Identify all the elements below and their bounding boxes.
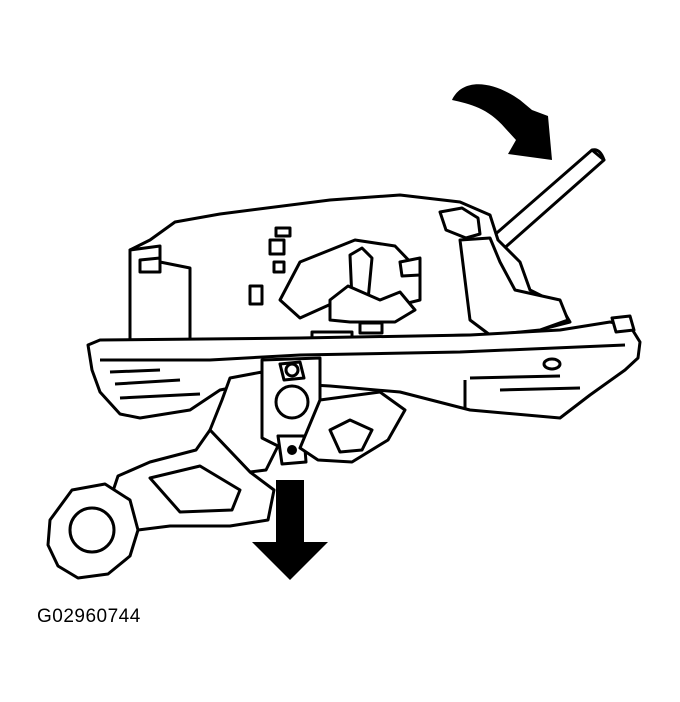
base-plate (86, 314, 642, 420)
cable-end-bracket (46, 428, 276, 580)
curved-rotation-arrow (452, 84, 552, 160)
down-arrow (252, 480, 328, 580)
shift-housing (128, 193, 572, 342)
figure-id-label: G02960744 (37, 606, 141, 627)
cable-clamp-bracket (260, 356, 322, 466)
shift-lever-rod (489, 148, 606, 254)
